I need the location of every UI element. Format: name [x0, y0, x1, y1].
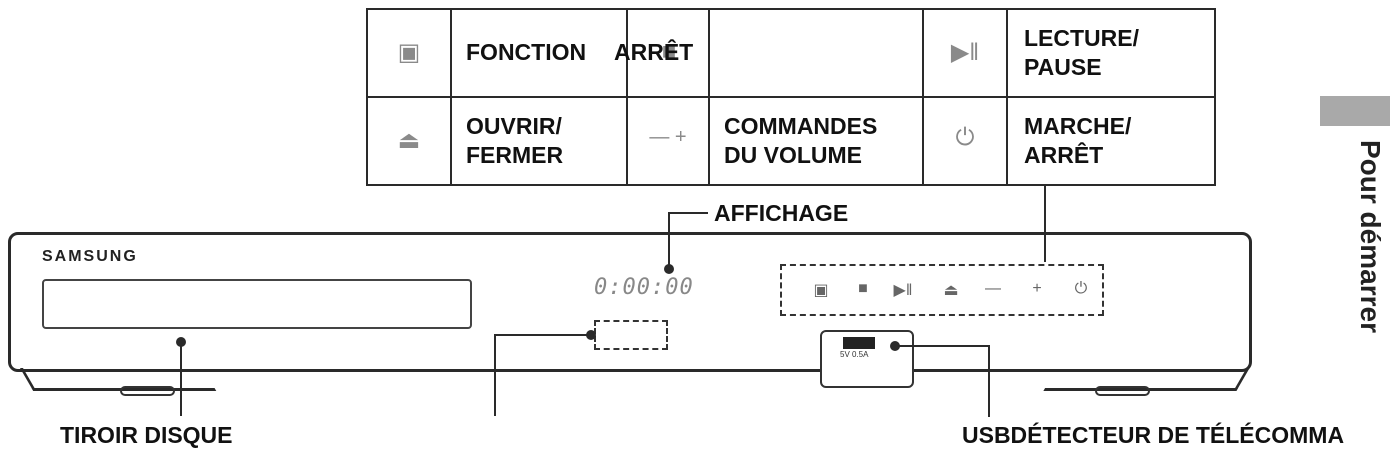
left-foot — [20, 368, 217, 391]
callout-line-tray — [180, 342, 182, 416]
volume-up-icon: + — [1032, 280, 1042, 297]
front-controls-area — [780, 264, 1104, 316]
callout-line-display — [668, 212, 670, 268]
callout-line-usb — [988, 345, 990, 417]
section-tab-bar — [1320, 96, 1390, 126]
callout-line-sensor — [496, 334, 590, 336]
callout-dot-display — [664, 264, 674, 274]
callout-line-usb — [894, 345, 990, 347]
callout-dot-sensor — [586, 330, 596, 340]
stop-icon: ■ — [661, 38, 677, 65]
right-foot-pad — [1095, 386, 1150, 396]
stop-icon: ■ — [858, 280, 868, 297]
volume-down-icon: — — [985, 280, 1001, 297]
play-pause-icon: ▶‖ — [893, 282, 913, 299]
callout-line-display — [668, 212, 708, 214]
callout-line-controls — [1044, 186, 1046, 262]
remote-sensor-area — [594, 320, 668, 350]
usb-port — [843, 337, 875, 349]
volume-icon: — + — [649, 126, 687, 148]
function-icon: ▣ — [397, 39, 421, 66]
callout-line-sensor — [494, 334, 496, 416]
brand-logo: SAMSUNG — [42, 248, 138, 265]
eject-icon: ⏏ — [943, 282, 959, 299]
function-icon: ▣ — [813, 282, 829, 299]
legend-label-play-pause: LECTURE/ PAUSE — [1024, 25, 1139, 80]
power-icon: ⏻ — [1074, 280, 1088, 297]
eject-icon: ⏏ — [397, 127, 421, 154]
callout-label-tray: TIROIR DISQUE — [60, 422, 233, 448]
legend-label-eject: OUVRIR/ FERMER — [466, 113, 564, 168]
legend-divider — [366, 96, 1216, 98]
front-display: 0:00:00 — [594, 275, 694, 300]
disc-tray — [42, 279, 472, 329]
power-icon: ⏻ — [955, 124, 975, 151]
left-foot-pad — [120, 386, 175, 396]
legend-label-function: FONCTION — [466, 39, 587, 65]
legend-label-volume: COMMANDES DU VOLUME — [724, 113, 878, 168]
callout-label-usb-sensor: USBDÉTECTEUR DE TÉLÉCOMMA — [962, 422, 1345, 448]
legend-label-stop: ARRÊT — [614, 39, 694, 65]
play-pause-icon: ▶‖ — [950, 39, 980, 66]
legend-label-power: MARCHE/ ARRÊT — [1024, 113, 1132, 168]
section-tab-label: Pour démarrer — [1355, 140, 1386, 333]
usb-port-rating: 5V 0.5A — [840, 350, 869, 359]
callout-label-display: AFFICHAGE — [714, 200, 849, 226]
